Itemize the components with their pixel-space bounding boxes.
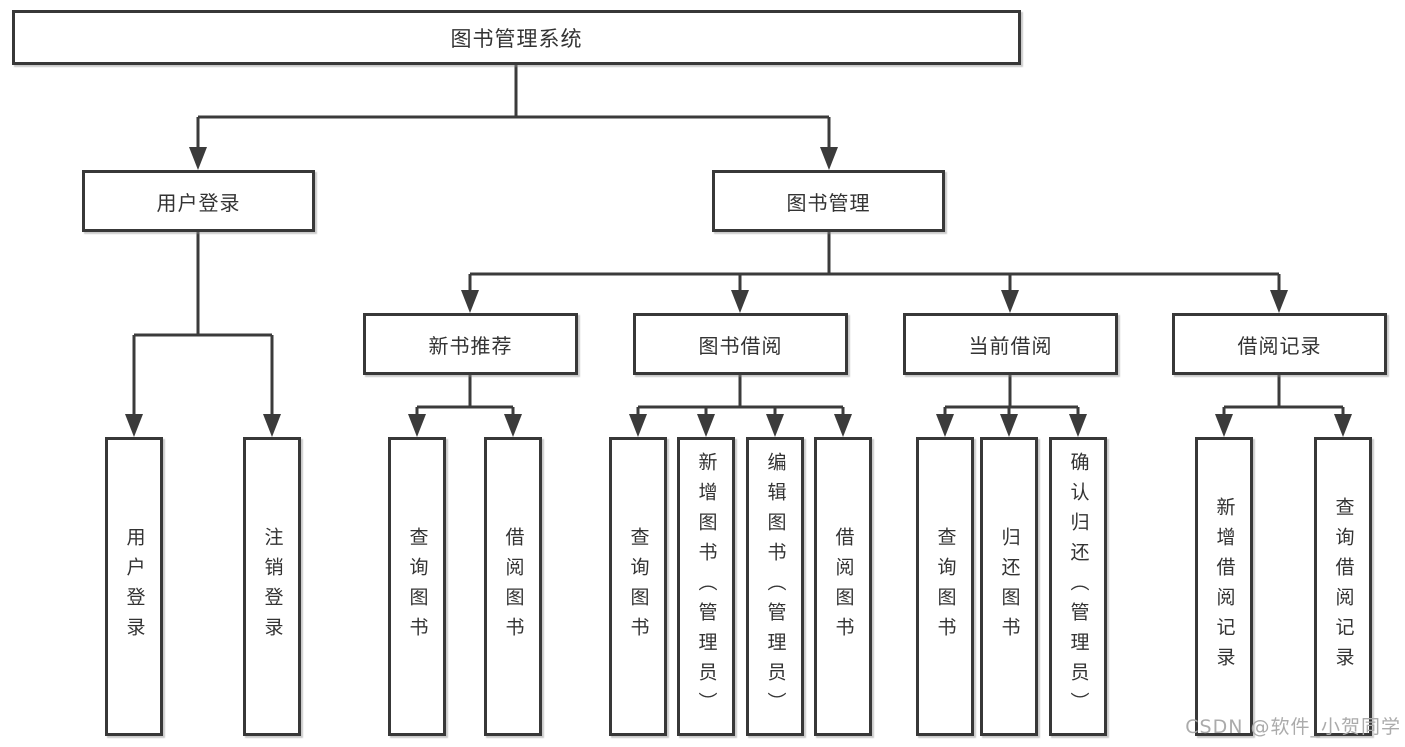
leaf-logout: 注销登录 bbox=[243, 437, 301, 736]
leaf-add-books-admin: 新增图书（管理员） bbox=[677, 437, 735, 736]
leaf-confirm-return-admin: 确认归还（管理员） bbox=[1049, 437, 1107, 736]
leaf-label: 查询借阅记录 bbox=[1332, 496, 1355, 677]
leaf-user-login: 用户登录 bbox=[105, 437, 163, 736]
connector-root bbox=[196, 65, 831, 150]
leaf-label: 编辑图书（管理员） bbox=[764, 451, 787, 722]
node-label: 图书管理系统 bbox=[450, 26, 583, 51]
leaf-return-books: 归还图书 bbox=[980, 437, 1038, 736]
connector-borrow-records bbox=[1222, 375, 1345, 417]
node-book-borrow: 图书借阅 bbox=[633, 313, 848, 375]
leaf-borrow-books-recommend: 借阅图书 bbox=[484, 437, 542, 736]
leaf-edit-books-admin: 编辑图书（管理员） bbox=[746, 437, 804, 736]
leaf-label: 确认归还（管理员） bbox=[1067, 451, 1090, 722]
leaf-label: 查询图书 bbox=[934, 526, 957, 647]
leaf-query-books-recommend: 查询图书 bbox=[388, 437, 446, 736]
arrowhead-icons bbox=[125, 147, 1352, 437]
node-new-book-recommend: 新书推荐 bbox=[363, 313, 578, 375]
leaf-borrow-books: 借阅图书 bbox=[814, 437, 872, 736]
leaf-label: 新增图书（管理员） bbox=[695, 451, 718, 722]
connector-user-login bbox=[132, 232, 274, 417]
node-library-management-system: 图书管理系统 bbox=[12, 10, 1021, 65]
node-label: 当前借阅 bbox=[968, 333, 1053, 358]
connector-book-borrow bbox=[636, 375, 845, 417]
node-current-borrow: 当前借阅 bbox=[903, 313, 1118, 375]
node-label: 图书借阅 bbox=[698, 333, 783, 358]
node-label: 借阅记录 bbox=[1237, 333, 1322, 358]
watermark: CSDN @软件_小贺同学 bbox=[1185, 716, 1401, 738]
leaf-label: 查询图书 bbox=[406, 526, 429, 647]
node-label: 图书管理 bbox=[786, 190, 871, 215]
leaf-label: 查询图书 bbox=[627, 526, 650, 647]
node-label: 用户登录 bbox=[156, 190, 241, 215]
connector-book-management bbox=[468, 232, 1281, 293]
leaf-label: 注销登录 bbox=[261, 526, 284, 647]
node-label: 新书推荐 bbox=[428, 333, 513, 358]
node-user-login: 用户登录 bbox=[82, 170, 315, 232]
leaf-label: 归还图书 bbox=[998, 526, 1021, 647]
leaf-label: 借阅图书 bbox=[502, 526, 525, 647]
connector-new-book-recommend bbox=[415, 375, 515, 417]
leaf-label: 用户登录 bbox=[123, 526, 146, 647]
leaf-query-books-current: 查询图书 bbox=[916, 437, 974, 736]
leaf-query-books-borrow: 查询图书 bbox=[609, 437, 667, 736]
connector-current-borrow bbox=[943, 375, 1080, 417]
leaf-query-borrow-record: 查询借阅记录 bbox=[1314, 437, 1372, 736]
node-book-management: 图书管理 bbox=[712, 170, 945, 232]
node-borrow-records: 借阅记录 bbox=[1172, 313, 1387, 375]
leaf-add-borrow-record: 新增借阅记录 bbox=[1195, 437, 1253, 736]
leaf-label: 新增借阅记录 bbox=[1213, 496, 1236, 677]
leaf-label: 借阅图书 bbox=[832, 526, 855, 647]
